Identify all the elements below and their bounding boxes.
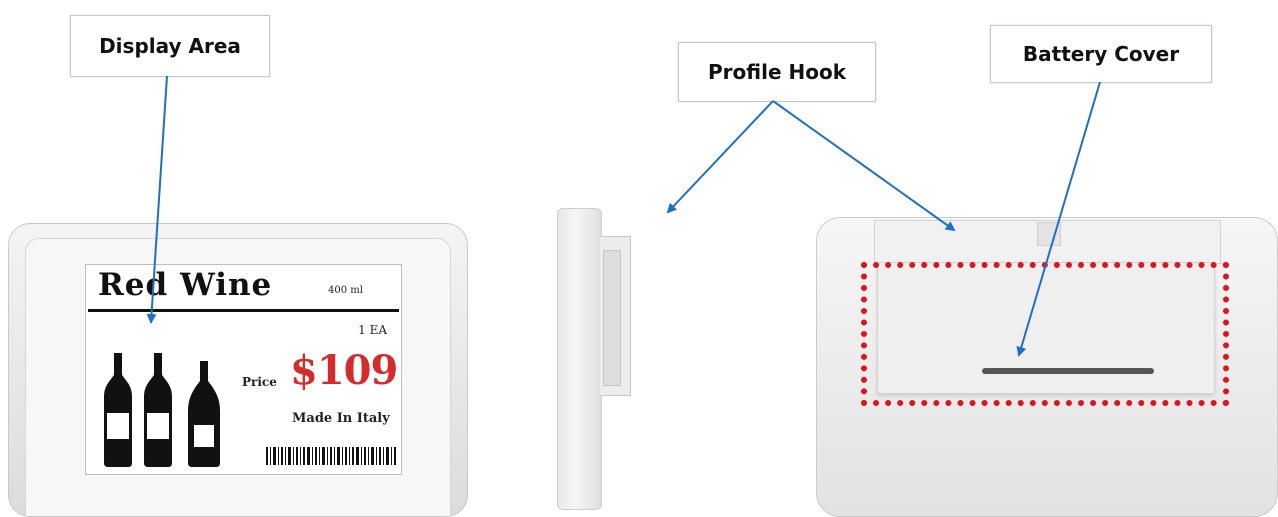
price-value: $109 xyxy=(290,347,398,394)
profile-hook-inner xyxy=(603,250,621,386)
front-view-device: Red Wine 400 ml 1 EA Price $109 Made In … xyxy=(8,223,468,517)
display-screen: Red Wine 400 ml 1 EA Price $109 Made In … xyxy=(85,264,402,475)
wine-bottles-image xyxy=(104,353,220,467)
product-volume: 400 ml xyxy=(328,285,363,296)
profile-hook-arrow-side xyxy=(666,100,774,214)
battery-cover-slot xyxy=(982,368,1154,374)
display-area-callout: Display Area xyxy=(70,15,270,77)
side-view-device xyxy=(557,208,602,510)
title-divider xyxy=(88,309,399,312)
barcode xyxy=(266,447,396,465)
profile-hook-callout: Profile Hook xyxy=(678,42,876,102)
product-quantity: 1 EA xyxy=(358,323,387,337)
product-origin: Made In Italy xyxy=(292,411,390,426)
bracket-notch xyxy=(1037,222,1061,246)
battery-cover-highlight xyxy=(861,262,1229,406)
profile-hook-arrow-back xyxy=(772,100,956,232)
profile-hook-label: Profile Hook xyxy=(708,60,846,84)
price-label: Price xyxy=(242,375,277,389)
display-area-label: Display Area xyxy=(99,34,241,58)
battery-cover-label: Battery Cover xyxy=(1022,42,1180,66)
product-name: Red Wine xyxy=(98,267,273,303)
battery-cover-callout: Battery Cover xyxy=(990,25,1212,83)
